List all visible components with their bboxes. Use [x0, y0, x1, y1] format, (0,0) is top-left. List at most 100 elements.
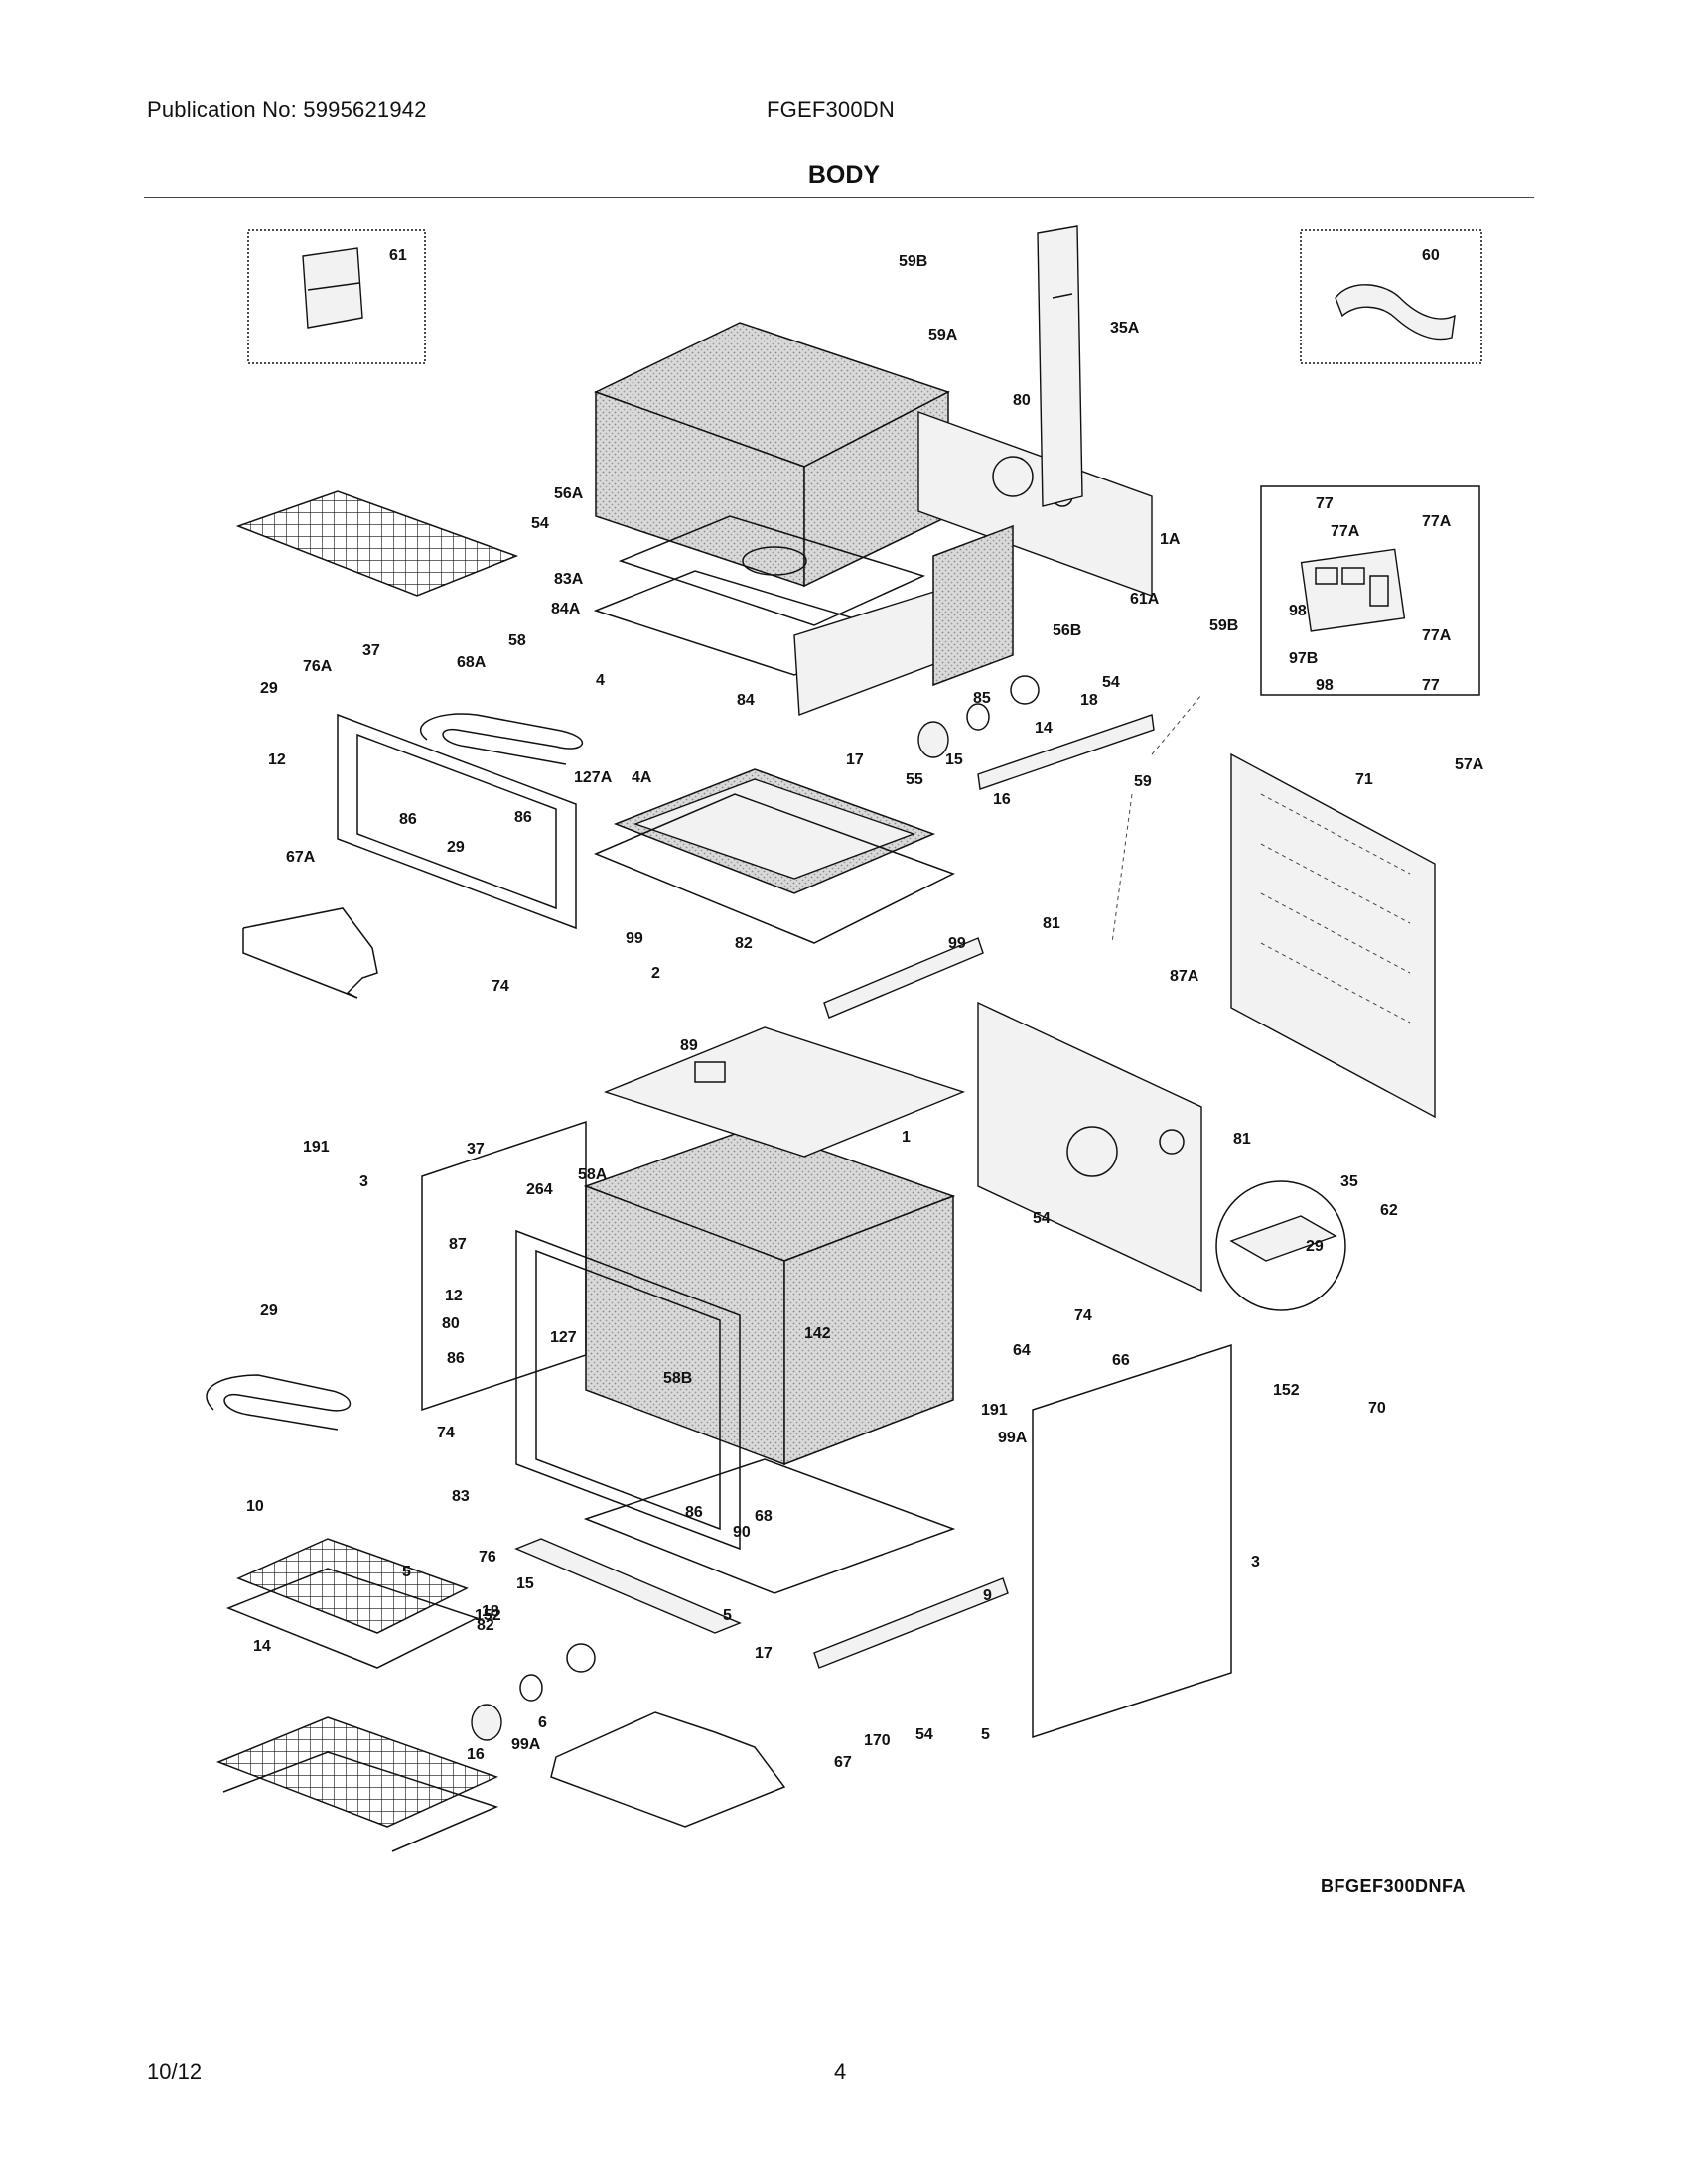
figure-code: BFGEF300DNFA [1321, 1876, 1467, 1896]
rear-lower-panel [977, 1001, 1202, 1293]
callout-71: 71 [1355, 771, 1373, 788]
callout-127a: 127A [574, 769, 613, 786]
callout-10: 10 [246, 1498, 264, 1515]
top-insulation-box [594, 322, 950, 588]
callout-35: 35 [1340, 1173, 1358, 1190]
callout-5: 5 [402, 1564, 411, 1580]
callout-142: 142 [804, 1325, 831, 1342]
callout-9: 9 [983, 1587, 992, 1604]
upper-door-frame [337, 713, 577, 930]
callout-12: 12 [445, 1288, 463, 1304]
lamp-assembly-lower [471, 1643, 596, 1741]
callout-81: 81 [1233, 1131, 1251, 1148]
callout-29: 29 [260, 1302, 278, 1319]
callout-86: 86 [447, 1350, 465, 1367]
callout-127: 127 [550, 1329, 577, 1346]
callout-97b: 97B [1289, 650, 1318, 667]
callout-15: 15 [516, 1575, 534, 1592]
callout-98: 98 [1289, 603, 1307, 619]
callout-58: 58 [508, 632, 526, 649]
callout-5: 5 [981, 1726, 990, 1743]
callout-4: 4 [596, 672, 605, 689]
callout-16: 16 [993, 791, 1011, 808]
callout-86: 86 [514, 809, 532, 826]
rear-upper-panel [917, 225, 1153, 597]
dashed-connectors [1111, 694, 1202, 944]
callout-62: 62 [1380, 1202, 1398, 1219]
callout-87: 87 [449, 1236, 467, 1253]
callout-37: 37 [467, 1141, 485, 1158]
callout-99: 99 [948, 935, 966, 952]
broil-element-lower [206, 1374, 351, 1431]
inset-box-61 [247, 229, 426, 364]
callout-18: 18 [1080, 692, 1098, 709]
callout-1: 1 [902, 1129, 911, 1146]
callout-74: 74 [437, 1425, 455, 1441]
callout-60: 60 [1422, 247, 1440, 264]
lower-door-frame [515, 1229, 741, 1551]
callout-12: 12 [268, 751, 286, 768]
callout-74: 74 [1074, 1307, 1092, 1324]
callout-17: 17 [846, 751, 864, 768]
callout-152: 152 [1273, 1382, 1300, 1399]
callout-59b: 59B [1209, 617, 1238, 634]
cavity-floor-panel [594, 768, 955, 944]
callout-80: 80 [1013, 392, 1031, 409]
oven-rack-upper [235, 490, 519, 597]
callout-87a: 87A [1170, 968, 1199, 985]
rear-service-panel [1230, 752, 1436, 1119]
callout-82: 82 [735, 935, 753, 952]
callout-77: 77 [1422, 677, 1440, 694]
callout-152: 152 [475, 1607, 501, 1624]
callout-89: 89 [680, 1037, 698, 1054]
callout-83a: 83A [554, 571, 584, 588]
callout-84a: 84A [551, 601, 581, 617]
callout-67a: 67A [286, 849, 316, 866]
vent-tube [1178, 621, 1210, 878]
callout-77a: 77A [1422, 513, 1452, 530]
callout-90: 90 [733, 1524, 751, 1541]
callout-59a: 59A [928, 327, 958, 343]
cavity-bottom-panel [583, 1458, 956, 1594]
callout-18: 18 [482, 1603, 499, 1620]
callout-68: 68 [755, 1508, 773, 1525]
callout-99a: 99A [511, 1736, 541, 1753]
callout-54: 54 [531, 515, 549, 532]
callout-80: 80 [442, 1315, 460, 1332]
callout-76: 76 [479, 1549, 496, 1566]
upper-side-rails [823, 714, 1155, 1019]
lamp-assembly-upper [917, 675, 1040, 758]
callout-191: 191 [981, 1402, 1008, 1419]
lower-frame-rails [514, 1538, 1009, 1669]
callout-74: 74 [492, 978, 509, 995]
model-number: FGEF300DN [767, 97, 895, 122]
callout-86: 86 [399, 811, 417, 828]
center-top-panel [603, 1026, 966, 1158]
callout-59b: 59B [899, 253, 927, 270]
callout-58a: 58A [578, 1166, 608, 1183]
callout-77a: 77A [1331, 523, 1360, 540]
callout-58b: 58B [663, 1370, 692, 1387]
callout-76a: 76A [303, 658, 333, 675]
oven-top-liner [593, 515, 1014, 716]
callout-85: 85 [973, 690, 991, 707]
callout-59: 59 [1134, 773, 1152, 790]
callout-99: 99 [626, 930, 643, 947]
callout-56b: 56B [1053, 622, 1081, 639]
callout-6: 6 [538, 1714, 547, 1731]
terminal-block-inset [1215, 1180, 1346, 1311]
callout-56a: 56A [554, 485, 584, 502]
callout-35a: 35A [1110, 320, 1140, 337]
lower-cavity-box [583, 1126, 956, 1466]
callout-84: 84 [737, 692, 755, 709]
callout-70: 70 [1368, 1400, 1386, 1417]
publication-date: 10/12 [147, 2059, 203, 2084]
callout-14: 14 [1035, 720, 1053, 737]
callout-5: 5 [723, 1607, 732, 1624]
callout-3: 3 [1251, 1554, 1260, 1570]
callout-99a: 99A [998, 1430, 1028, 1446]
callout-17: 17 [755, 1645, 773, 1662]
callout-98: 98 [1316, 677, 1334, 694]
callout-54: 54 [1033, 1210, 1051, 1227]
